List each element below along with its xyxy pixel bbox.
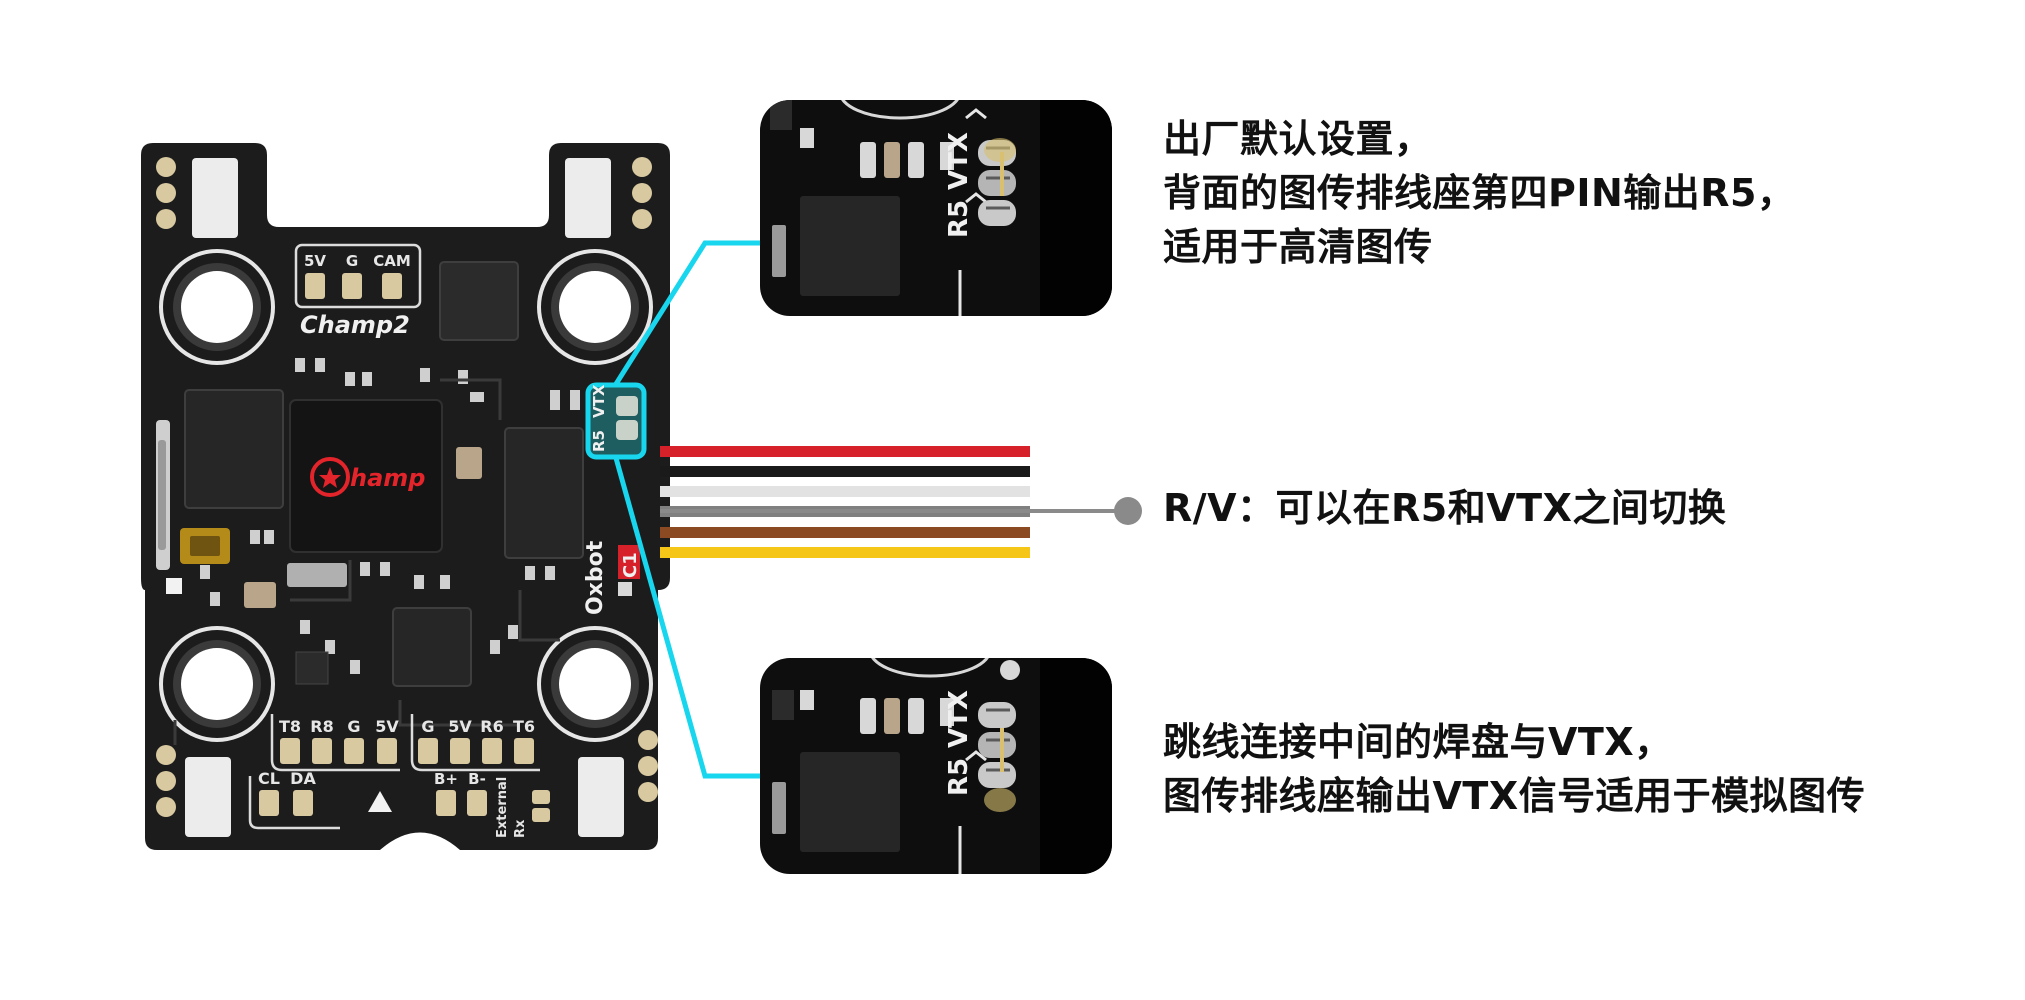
pad-g-left: G <box>347 717 360 736</box>
pad-bminus: B- <box>468 770 486 788</box>
callout-top-line-2: 背面的图传排线座第四PIN输出R5， <box>1163 171 1796 215</box>
pad-t8: T8 <box>279 717 301 736</box>
pointer-dot <box>1114 497 1142 525</box>
pad-r8: R8 <box>310 717 333 736</box>
connector-code: C1 <box>620 552 641 578</box>
pad-da: DA <box>290 769 316 788</box>
inset-top-vtx-label: VTX <box>944 132 974 190</box>
pad-r6: R6 <box>480 717 503 736</box>
silk-g: G <box>346 252 358 270</box>
rx-label: Rx <box>513 819 528 838</box>
flight-controller-board: 5V G CAM Champ2 hamp <box>141 143 670 850</box>
inset-bottom-vtx-label: VTX <box>944 690 974 748</box>
corner-pads <box>156 157 658 817</box>
orientation-arrow-icon <box>368 791 392 812</box>
callout-top-line-3: 适用于高清图传 <box>1163 225 1433 269</box>
jumper-label-r5: R5 <box>590 430 608 452</box>
oxbot-label: Oxbot <box>583 540 608 615</box>
star-icon <box>319 467 341 488</box>
cam-header-outline <box>294 243 422 309</box>
pad-5v-left: 5V <box>375 717 399 736</box>
callout-bottom-line-2: 图传排线座输出VTX信号适用于模拟图传 <box>1163 774 1866 818</box>
jumper-label-vtx: VTX <box>590 384 608 418</box>
zoom-inset-bottom: R5 VTX <box>760 658 1112 874</box>
smd-components <box>200 358 580 674</box>
wire-yellow <box>660 547 1030 558</box>
mounting-holes <box>159 249 653 742</box>
pad-cl: CL <box>258 769 280 788</box>
wire-red <box>660 446 1030 457</box>
callout-bottom-text: 跳线连接中间的焊盘与VTX， 图传排线座输出VTX信号适用于模拟图传 <box>1163 715 1865 823</box>
callout-top-text: 出厂默认设置， 背面的图传排线座第四PIN输出R5， 适用于高清图传 <box>1163 112 1796 274</box>
callout-top-line-1: 出厂默认设置， <box>1163 117 1433 161</box>
callout-middle-line-1: R/V：可以在R5和VTX之间切换 <box>1163 486 1727 530</box>
brand-label: Champ2 <box>300 311 410 339</box>
pad-5v-right: 5V <box>448 717 472 736</box>
champ-logo-ring <box>310 457 350 497</box>
wire-black <box>660 466 1030 477</box>
uart-pads <box>280 738 534 764</box>
callout-middle-text: R/V：可以在R5和VTX之间切换 <box>1163 481 1726 535</box>
zoom-inset-top: R5 VTX <box>760 100 1112 316</box>
ic-chips <box>180 261 584 687</box>
inset-bottom-r5-label: R5 <box>944 758 974 796</box>
silk-cam: CAM <box>373 252 411 270</box>
pcb-traces <box>173 378 560 745</box>
pad-t6: T6 <box>513 717 535 736</box>
pad-g-right: G <box>421 717 434 736</box>
wire-bundle <box>660 446 1030 558</box>
connector-c1-tag <box>618 545 640 579</box>
jst-connectors <box>185 158 624 837</box>
pad-bplus: B+ <box>434 770 458 788</box>
baro-chip <box>295 651 329 685</box>
external-label: External <box>495 777 510 838</box>
inset-top-r5-label: R5 <box>944 200 974 238</box>
silk-5v: 5V <box>304 252 326 270</box>
cyan-leader-lines <box>613 240 764 779</box>
wire-white <box>660 486 1030 497</box>
logo-text: hamp <box>350 464 425 492</box>
wire-brown <box>660 527 1030 538</box>
callout-bottom-line-1: 跳线连接中间的焊盘与VTX， <box>1163 720 1673 764</box>
